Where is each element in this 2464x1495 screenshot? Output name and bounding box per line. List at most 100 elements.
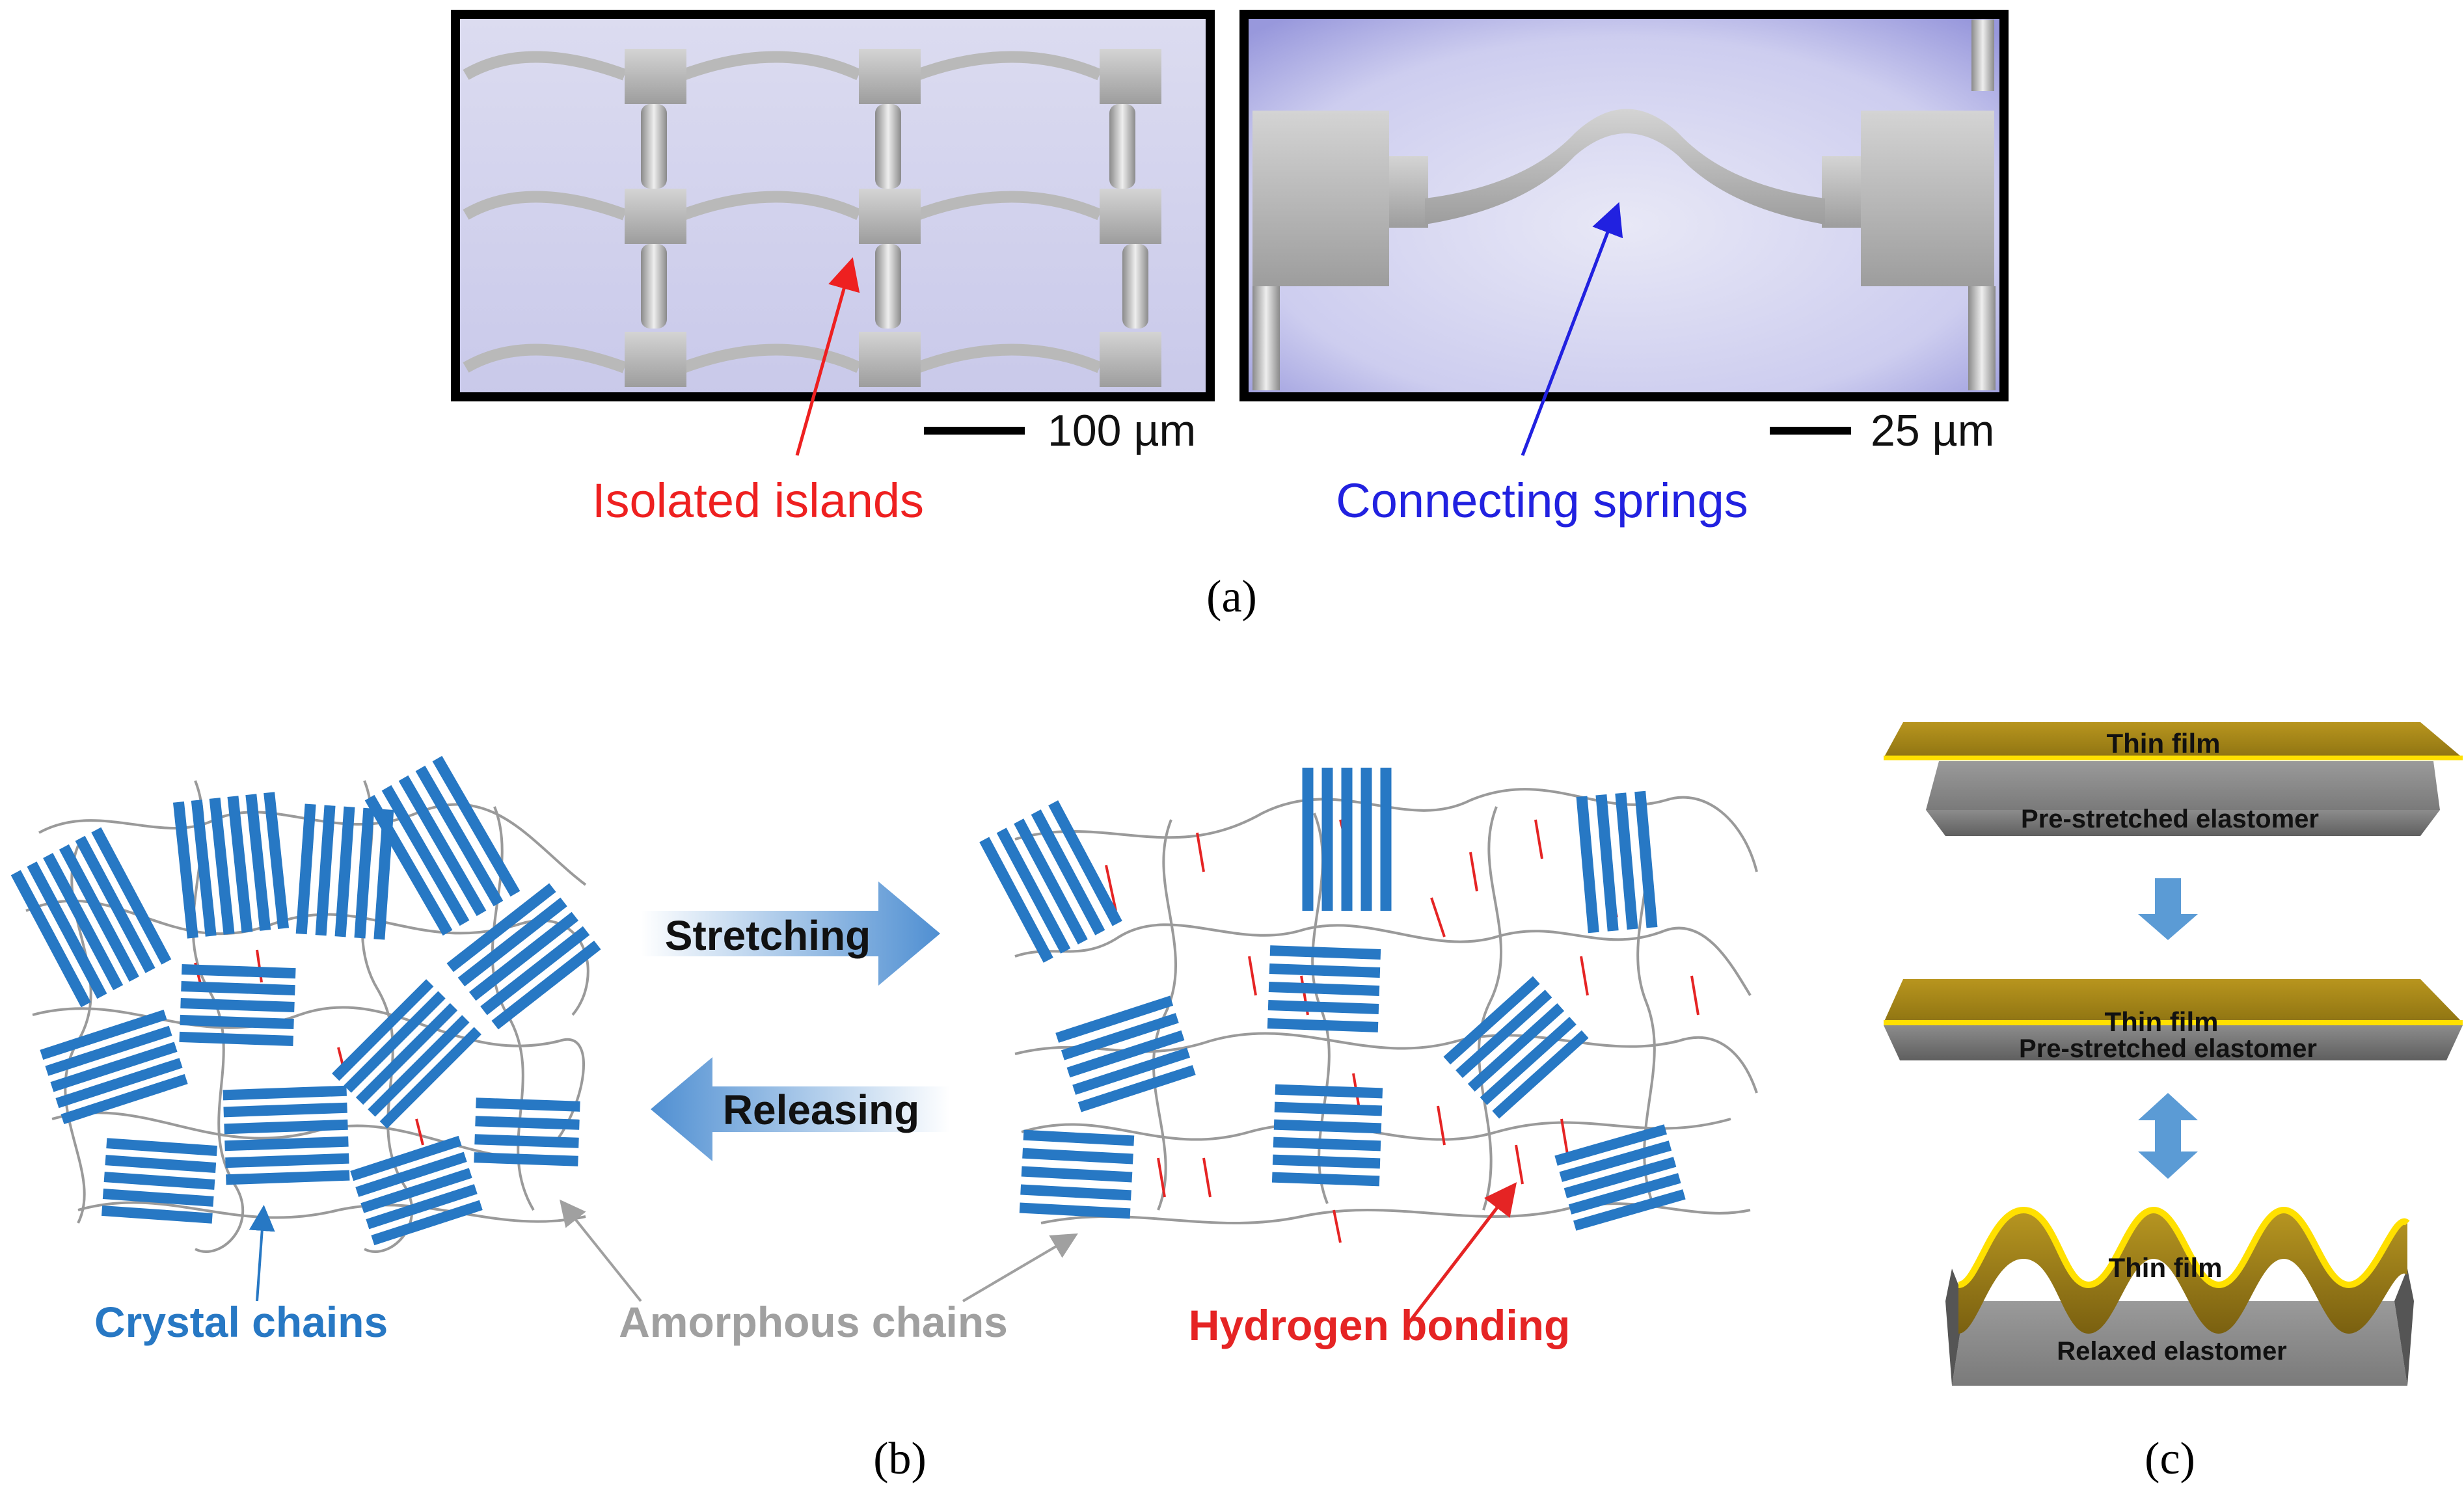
crystal-bundle [350,1135,483,1246]
crystal-lamella [59,844,139,982]
crystal-lamella [474,1152,578,1166]
scale-label-25um: 25 µm [1871,406,1994,455]
caption-a: (a) [1206,572,1257,622]
amorphous-chains-label: Amorphous chains [619,1298,1008,1346]
crystal-lamella [332,979,434,1081]
crystal-lamella [1576,796,1599,934]
crystal-lamella [1568,1173,1681,1215]
stretched-state [979,768,1758,1243]
crystal-lamella [105,1155,217,1173]
crystal-lamella [10,870,91,1008]
step3-substrate-label: Relaxed elastomer [2057,1337,2287,1366]
crystal-lamella [295,803,316,935]
crystal-lamella [1361,768,1372,911]
crystal-lamella [1267,1018,1379,1032]
crystal-lamella [1492,1030,1589,1119]
crystal-bundle [102,1138,217,1224]
crystal-lamella [227,796,253,933]
step3-stack: Thin film Relaxed elastomer [1945,1206,2414,1386]
crystal-lamella [180,997,295,1013]
crystal-lamella [40,1010,167,1060]
crystal-lamella [1274,1101,1383,1116]
crystal-lamella [474,1134,579,1148]
crystal-bundle [1055,995,1196,1112]
panel-b: Stretching Releasing [10,755,1758,1484]
crystal-lamella [432,755,521,897]
crystal-bundle [172,792,290,939]
crystal-lamella [91,827,172,965]
crystal-lamella [1341,768,1353,911]
crystal-lamella [355,1152,467,1197]
crystal-chains-label: Crystal chains [94,1298,388,1346]
crystal-lamella [1634,790,1658,928]
islands-callout-label: Isolated islands [592,474,924,528]
crystal-bundle [474,1098,580,1166]
micrograph-spring [1239,10,2009,401]
crystal-lamella [368,1015,470,1117]
crystal-lamella [224,1136,349,1152]
crystal-lamella [457,897,567,987]
caption-c: (c) [2145,1434,2195,1484]
amorphous-leader-arrow-right [962,1233,1078,1302]
crystal-bundle [1019,1129,1135,1219]
crystal-lamella [1380,768,1392,911]
crystal-lamella [102,1189,214,1207]
crystal-lamella [1014,818,1088,945]
stretching-label: Stretching [665,912,871,959]
crystal-lamella [1048,800,1122,926]
crystal-lamella [1267,1000,1379,1014]
crystal-lamella [1066,1030,1185,1078]
crystal-lamella [371,1200,483,1246]
crystal-bundle [979,800,1122,963]
crystal-lamella [223,1102,347,1118]
step2-stack: Thin film Pre-stretched elastomer [1884,979,2463,1063]
crystal-lamella [354,807,375,939]
crystal-lamella [446,883,556,973]
step1-stack: Thin film Pre-stretched elastomer [1884,722,2463,836]
step2-double-arrow [2138,1093,2198,1179]
crystal-lamella [476,1098,580,1112]
step1-substrate-label: Pre-stretched elastomer [2021,805,2319,833]
stretching-arrow: Stretching [641,882,940,986]
crystal-lamella [1022,1148,1133,1165]
step3-film-label: Thin film [2109,1252,2223,1283]
crystal-chains-right [979,768,1686,1231]
crystal-lamella [1467,1003,1565,1092]
crystal-lamella [75,835,156,973]
crystal-lamella [225,1153,349,1168]
crystal-lamella [1480,1016,1577,1105]
crystal-lamella [226,1170,350,1185]
crystal-lamella [181,980,295,996]
crystal-lamella [191,800,217,937]
released-state [10,755,601,1253]
crystal-lamella [1573,1189,1686,1231]
crystal-lamella [1321,768,1333,911]
crystal-bundle [332,979,481,1129]
crystal-lamella [264,792,290,929]
crystal-bundle [1271,1084,1383,1187]
crystal-lamella [27,861,107,999]
crystal-lamella [468,911,579,1001]
crystal-lamella [103,1172,215,1190]
crystal-lamella [1615,792,1638,930]
crystal-lamella [179,1031,293,1047]
crystal-lamella [45,1025,172,1076]
crystal-lamella [360,1168,472,1213]
crystal-lamella [379,1027,481,1129]
crystal-lamella [315,805,336,936]
crystal-bundle [1554,1124,1686,1231]
crystal-leader-arrow [249,1205,275,1302]
islands-callout-arrow [795,257,860,456]
step1-film-label: Thin film [2107,728,2221,759]
crystal-lamella [61,1073,188,1124]
crystal-bundle [223,1085,350,1185]
crystal-lamella [1275,1084,1383,1099]
crystal-lamella [182,963,296,979]
crystal-lamella [1020,1184,1131,1201]
crystal-lamella [209,798,235,935]
amorphous-leader-arrow-left [560,1199,642,1302]
crystal-lamella [224,1119,348,1135]
crystal-bundle [364,755,521,936]
caption-b: (b) [873,1434,927,1484]
crystal-lamella [491,940,601,1030]
